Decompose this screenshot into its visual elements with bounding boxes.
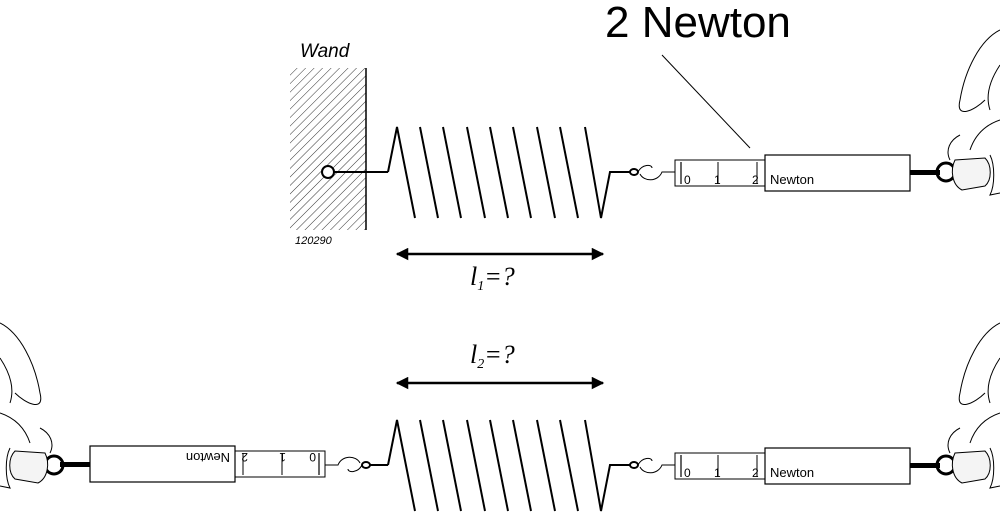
svg-text:2: 2: [241, 450, 248, 464]
length-label-1: l1=?: [470, 262, 515, 294]
svg-text:1: 1: [279, 450, 286, 464]
spring-bottom: [387, 419, 631, 512]
hand-bottom-right: [947, 322, 1000, 489]
svg-text:Newton: Newton: [770, 172, 814, 187]
spring-scale-bottom-right: 0 1 2 Newton: [628, 446, 957, 486]
svg-text:1: 1: [714, 173, 721, 187]
svg-text:Newton: Newton: [186, 450, 230, 465]
svg-text:0: 0: [684, 173, 691, 187]
force-title: 2 Newton: [605, 0, 791, 47]
hand-bottom-left: [0, 322, 53, 489]
svg-text:2: 2: [752, 466, 759, 480]
svg-text:0: 0: [684, 466, 691, 480]
spring-scale-top: 0 1 2 Newton: [628, 153, 957, 193]
spring-scale-bottom-left: 0 1 2 Newton: [43, 444, 372, 484]
wall: [290, 68, 366, 230]
title-leader-line: [661, 54, 751, 149]
svg-text:1: 1: [714, 466, 721, 480]
svg-text:Newton: Newton: [770, 465, 814, 480]
wall-anchor: [321, 165, 335, 179]
figure-id: 120290: [295, 235, 333, 247]
wall-label: Wand: [300, 41, 351, 62]
length-label-2: l2=?: [470, 340, 515, 372]
hand-top-right: [947, 29, 1000, 196]
svg-text:0: 0: [309, 450, 316, 464]
spring-top: [387, 126, 631, 219]
svg-text:2: 2: [752, 173, 759, 187]
